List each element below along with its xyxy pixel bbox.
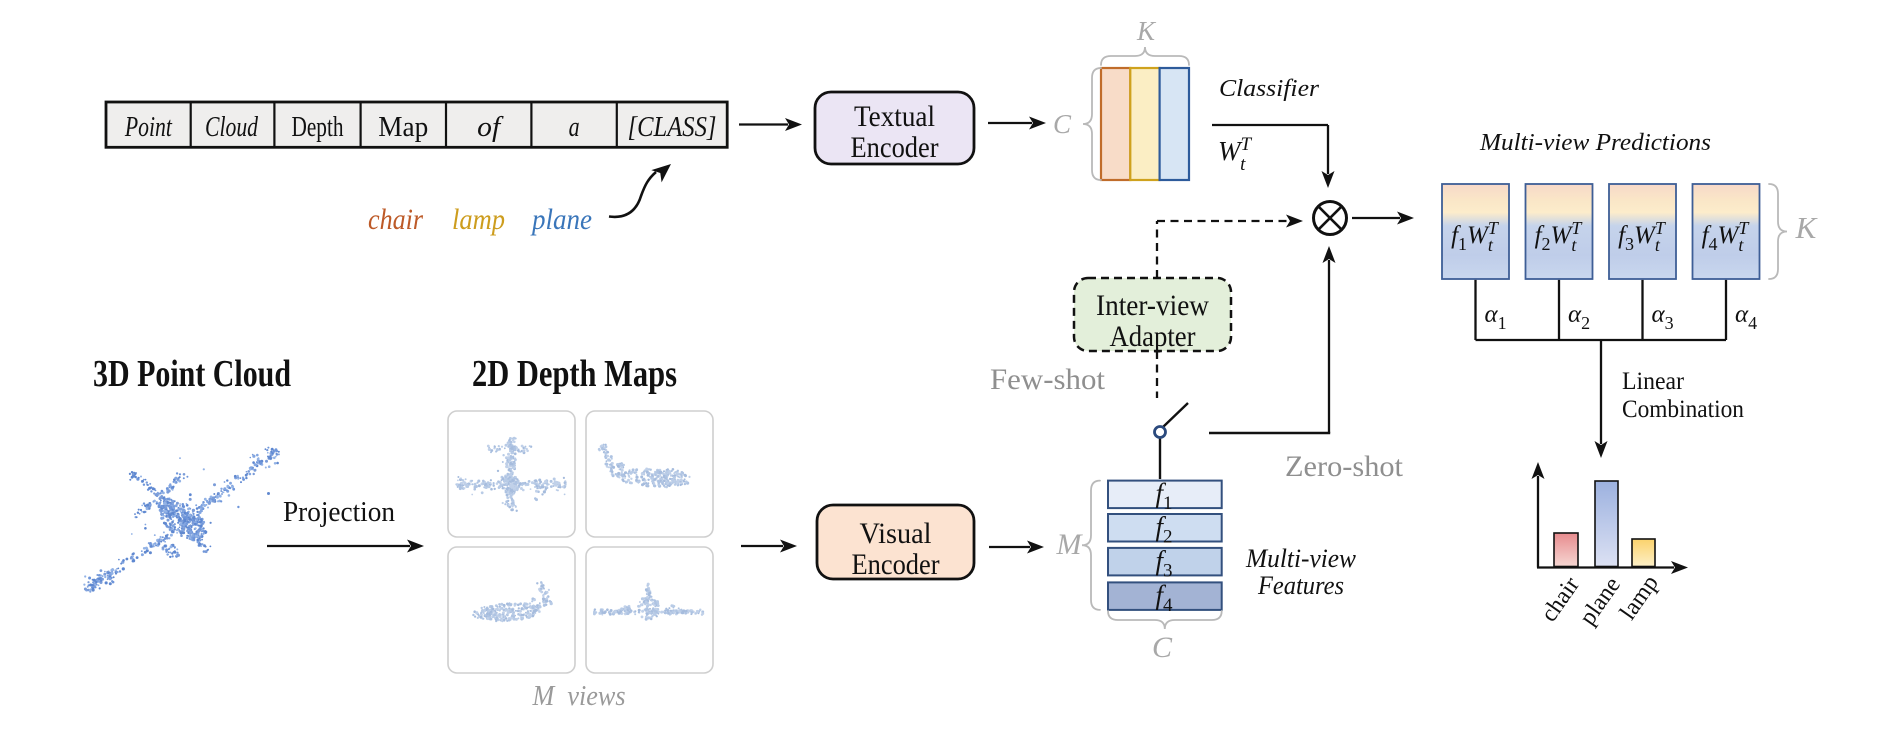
svg-text:Multi-view Predictions: Multi-view Predictions [1479, 130, 1711, 156]
svg-text:[CLASS]: [CLASS] [628, 112, 717, 143]
svg-text:of: of [477, 112, 503, 143]
svg-text:3D Point Cloud: 3D Point Cloud [93, 353, 291, 395]
svg-text:Combination: Combination [1622, 396, 1744, 423]
svg-text:Adapter: Adapter [1110, 320, 1196, 353]
svg-text:Multi-view: Multi-view [1245, 544, 1357, 573]
svg-text:C: C [1053, 109, 1072, 139]
svg-text:a: a [569, 112, 580, 143]
svg-text:M: M [1056, 528, 1084, 561]
svg-text:Few-shot: Few-shot [990, 363, 1106, 396]
svg-text:plane: plane [530, 203, 592, 236]
svg-text:Cloud: Cloud [205, 112, 259, 143]
svg-text:Inter-view: Inter-view [1096, 289, 1209, 322]
svg-text:Linear: Linear [1622, 368, 1685, 395]
svg-text:Point: Point [124, 112, 173, 143]
svg-text:Projection: Projection [283, 497, 395, 528]
svg-text:Encoder: Encoder [851, 131, 939, 164]
svg-text:K: K [1795, 210, 1819, 245]
svg-text:Depth: Depth [292, 112, 344, 143]
svg-text:Classifier: Classifier [1219, 76, 1320, 102]
svg-text:lamp: lamp [452, 203, 505, 236]
svg-text:Textual: Textual [854, 100, 935, 133]
svg-text:Map: Map [378, 112, 428, 143]
svg-text:Zero-shot: Zero-shot [1285, 450, 1404, 483]
svg-text:Encoder: Encoder [852, 548, 940, 581]
svg-text:C: C [1152, 631, 1173, 664]
svg-text:chair: chair [368, 203, 423, 236]
svg-text:K: K [1136, 16, 1157, 46]
svg-text:Features: Features [1257, 571, 1344, 600]
svg-text:2D Depth Maps: 2D Depth Maps [472, 353, 677, 395]
svg-text:Visual: Visual [860, 517, 932, 550]
svg-text:M views: M views [532, 681, 626, 712]
